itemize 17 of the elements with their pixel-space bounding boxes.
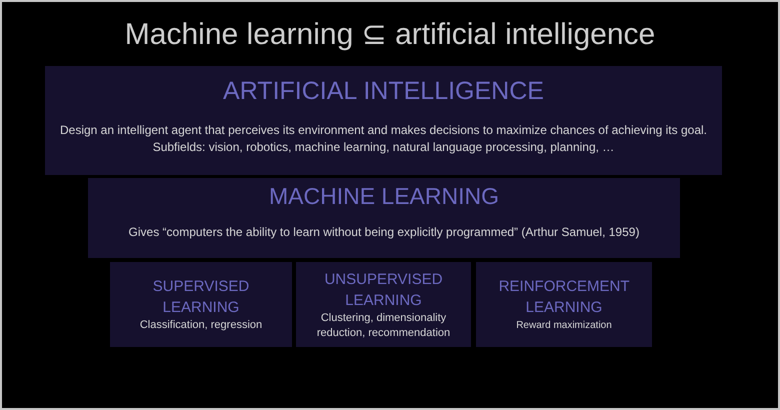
category-box — [110, 262, 292, 347]
category-box — [476, 262, 652, 347]
box-heading: SUPERVISED LEARNING — [152, 277, 250, 318]
category-box — [296, 262, 471, 347]
box-description: Classification, regression — [140, 318, 262, 333]
diagram-title: Machine learning ⊆ artificial intelligence — [124, 18, 656, 52]
box-heading: MACHINE LEARNING — [268, 182, 500, 210]
category-box — [45, 66, 722, 175]
box-heading: REINFORCEMENT LEARNING — [498, 277, 630, 318]
box-heading: UNSUPERVISED LEARNING — [324, 270, 443, 310]
category-box — [88, 178, 680, 258]
box-description: Clustering, dimensionality reduction, recommendation — [316, 310, 452, 340]
box-description: Subfields: vision, robotics, machine learning, natural language processing, planning, … — [152, 139, 614, 156]
box-heading: ARTIFICIAL INTELLIGENCE — [223, 77, 544, 106]
box-description: Gives “computers the ability to learn without being explicitly programmed” (Arthur Samuel, 1959) — [128, 224, 640, 241]
box-description: Reward maximization — [516, 319, 612, 333]
box-description: Design an intelligent agent that perceives its environment and makes decisions to maximize chances of achieving its goal. — [60, 122, 707, 139]
